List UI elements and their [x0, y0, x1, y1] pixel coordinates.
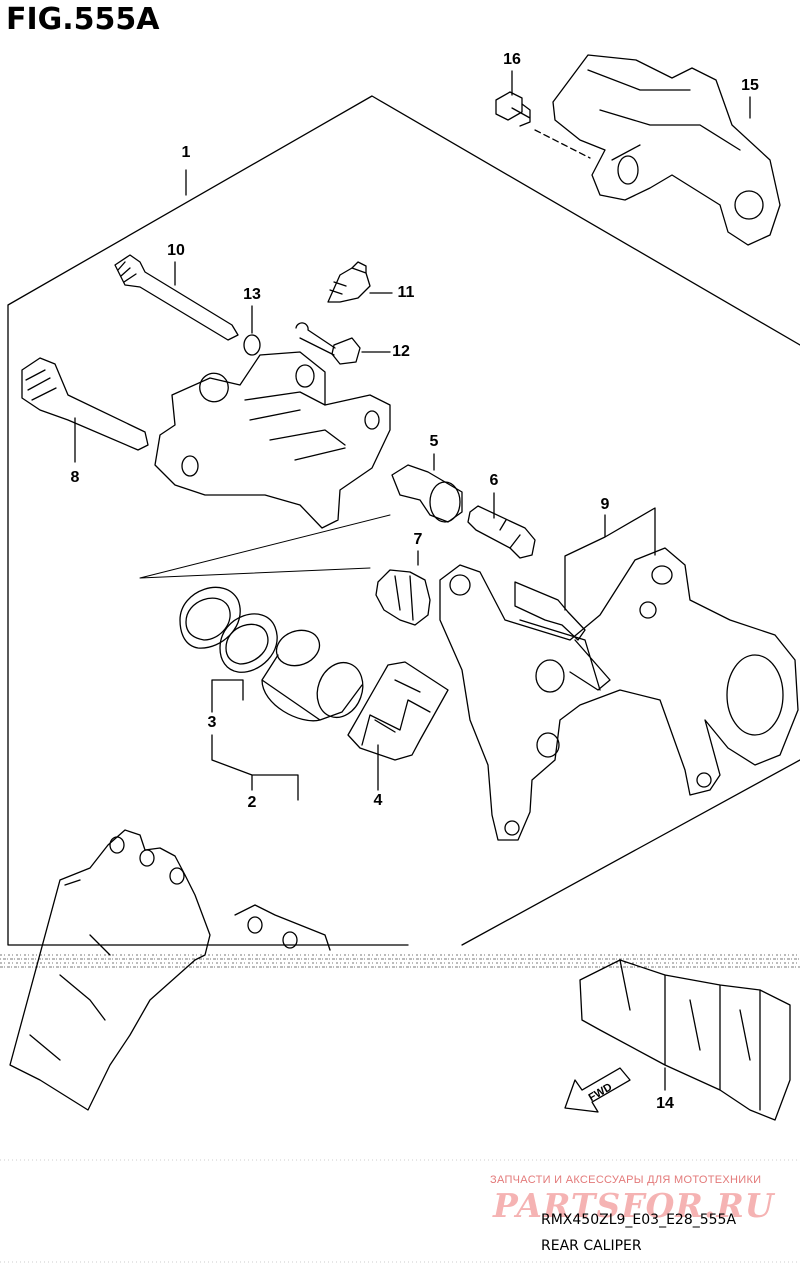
figure-title: FIG.555A	[6, 2, 160, 37]
bottom-scan-band	[0, 1159, 800, 1263]
callout-15: 15	[741, 77, 759, 94]
callout-1: 1	[181, 144, 191, 161]
leader-3	[211, 679, 244, 713]
part-12-cap	[295, 322, 361, 365]
fwd-arrow-icon	[564, 1067, 631, 1113]
callout-4: 4	[373, 792, 383, 809]
part-13-o-ring	[243, 334, 261, 356]
leader-2	[211, 734, 299, 801]
callout-16: 16	[503, 51, 521, 68]
part-6-pin	[467, 505, 536, 559]
callout-12: 12	[392, 343, 410, 360]
callout-11: 11	[397, 284, 415, 301]
part-8-pin	[21, 357, 149, 451]
callout-13: 13	[243, 286, 261, 303]
watermark-tagline: ЗАПЧАСТИ И АКСЕССУАРЫ ДЛЯ МОТОТЕХНИКИ	[490, 1174, 762, 1186]
part-9-caliper-bracket	[439, 547, 799, 841]
callout-7: 7	[413, 531, 423, 548]
callout-6: 6	[489, 472, 499, 489]
callout-9: 9	[600, 496, 610, 513]
callout-2: 2	[247, 794, 257, 811]
part-10-pin	[114, 254, 239, 341]
part-4-pad-spring	[347, 661, 449, 761]
part-14-brake-pads-left	[9, 829, 331, 1111]
callout-14: 14	[656, 1095, 674, 1112]
part-3-seals	[179, 586, 278, 673]
callout-5: 5	[429, 433, 439, 450]
figure-code: RMX450ZL9_E03_E28_555A	[541, 1212, 737, 1228]
watermark-logo: PARTSFOR.RU	[493, 1186, 775, 1225]
leader-9	[564, 507, 656, 611]
part-15-bracket	[552, 54, 781, 246]
part-11-bleeder	[327, 261, 371, 303]
callout-10: 10	[167, 242, 185, 259]
assembly-outline	[7, 95, 800, 946]
caliper-body	[154, 351, 391, 529]
figure-caption: REAR CALIPER	[541, 1238, 642, 1254]
dash-line-pad	[139, 514, 391, 579]
part-5-sleeve	[391, 464, 463, 523]
scan-band	[0, 954, 800, 968]
part-2-piston	[261, 629, 364, 722]
part-16-bolt	[495, 91, 531, 127]
part-14-brake-pads-right	[579, 959, 791, 1121]
dash-line-bolt	[534, 129, 591, 159]
callout-3: 3	[207, 714, 217, 731]
callout-8: 8	[70, 469, 80, 486]
part-7-boot	[375, 569, 431, 626]
